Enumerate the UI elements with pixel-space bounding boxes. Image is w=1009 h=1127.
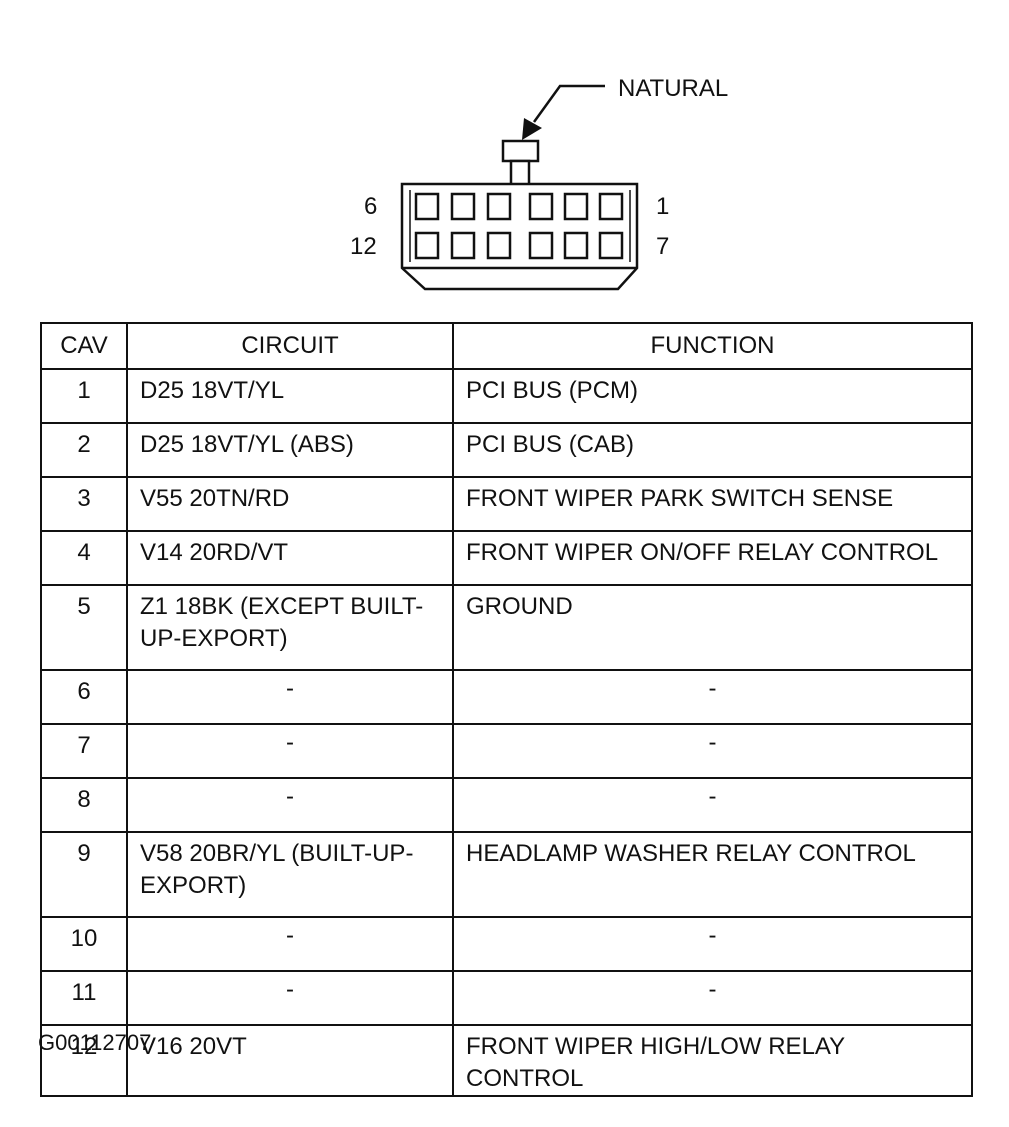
circuit-cell: -	[126, 916, 454, 972]
cav-cell: 8	[40, 777, 128, 833]
table-row: 3 V55 20TN/RD FRONT WIPER PARK SWITCH SE…	[40, 476, 973, 532]
callout-leader-line	[532, 84, 605, 123]
cavity-row-top	[414, 192, 624, 221]
function-cell: -	[452, 970, 973, 1026]
cavity-2	[563, 192, 589, 221]
circuit-cell: D25 18VT/YL (ABS)	[126, 422, 454, 478]
table-row: 4 V14 20RD/VT FRONT WIPER ON/OFF RELAY C…	[40, 530, 973, 586]
table-row: 8 - -	[40, 777, 973, 833]
function-cell: FRONT WIPER HIGH/LOW RELAY CONTROL	[452, 1024, 973, 1097]
cav-cell: 10	[40, 916, 128, 972]
function-cell: FRONT WIPER ON/OFF RELAY CONTROL	[452, 530, 973, 586]
cav-cell: 1	[40, 368, 128, 424]
cav-cell: 11	[40, 970, 128, 1026]
cavity-4	[486, 192, 512, 221]
function-cell: -	[452, 777, 973, 833]
cavity-9	[528, 231, 554, 260]
table-row: 2 D25 18VT/YL (ABS) PCI BUS (CAB)	[40, 422, 973, 478]
cavity-8	[563, 231, 589, 260]
cav-cell: 3	[40, 476, 128, 532]
cav-cell: 2	[40, 422, 128, 478]
pin-label-7: 7	[656, 233, 669, 260]
connector-latch	[501, 139, 540, 163]
function-cell: PCI BUS (PCM)	[452, 368, 973, 424]
header-function: FUNCTION	[452, 322, 973, 370]
cavity-5	[450, 192, 476, 221]
circuit-cell: -	[126, 970, 454, 1026]
cav-cell: 9	[40, 831, 128, 918]
function-cell: HEADLAMP WASHER RELAY CONTROL	[452, 831, 973, 918]
callout-arrowhead	[522, 118, 542, 140]
header-cav: CAV	[40, 322, 128, 370]
table-row: 5 Z1 18BK (EXCEPT BUILT-UP-EXPORT) GROUN…	[40, 584, 973, 671]
cav-cell: 6	[40, 669, 128, 725]
circuit-cell: D25 18VT/YL	[126, 368, 454, 424]
function-cell: -	[452, 723, 973, 779]
circuit-cell: -	[126, 777, 454, 833]
cavity-row-bottom	[414, 231, 624, 260]
cavity-7	[598, 231, 624, 260]
table-header-row: CAV CIRCUIT FUNCTION	[40, 322, 973, 370]
cavity-10	[486, 231, 512, 260]
table-row: 12 V16 20VT FRONT WIPER HIGH/LOW RELAY C…	[40, 1024, 973, 1097]
function-cell: FRONT WIPER PARK SWITCH SENSE	[452, 476, 973, 532]
table-row: 11 - -	[40, 970, 973, 1026]
function-cell: -	[452, 916, 973, 972]
circuit-cell: V58 20BR/YL (BUILT-UP-EXPORT)	[126, 831, 454, 918]
cav-cell: 7	[40, 723, 128, 779]
connector-diagram: NATURAL 6 1 12 7	[350, 75, 728, 291]
cavity-11	[450, 231, 476, 260]
table-row: 9 V58 20BR/YL (BUILT-UP-EXPORT) HEADLAMP…	[40, 831, 973, 918]
cavity-6	[414, 192, 440, 221]
pinout-table: CAV CIRCUIT FUNCTION 1 D25 18VT/YL PCI B…	[40, 322, 973, 1097]
table-row: 6 - -	[40, 669, 973, 725]
function-cell: -	[452, 669, 973, 725]
table-row: 10 - -	[40, 916, 973, 972]
circuit-cell: V55 20TN/RD	[126, 476, 454, 532]
cavity-3	[528, 192, 554, 221]
table-row: 7 - -	[40, 723, 973, 779]
cav-cell: 5	[40, 584, 128, 671]
circuit-cell: V14 20RD/VT	[126, 530, 454, 586]
connector-latch-stem	[509, 159, 531, 187]
pin-label-1: 1	[656, 193, 669, 220]
cav-cell: 12	[40, 1024, 128, 1097]
pin-label-12: 12	[350, 233, 377, 260]
cavity-1	[598, 192, 624, 221]
circuit-cell: V16 20VT	[126, 1024, 454, 1097]
cavity-12	[414, 231, 440, 260]
figure-id: G00112707	[38, 1030, 152, 1055]
circuit-cell: -	[126, 669, 454, 725]
cav-cell: 4	[40, 530, 128, 586]
circuit-cell: -	[126, 723, 454, 779]
pin-label-6: 6	[364, 193, 377, 220]
circuit-cell: Z1 18BK (EXCEPT BUILT-UP-EXPORT)	[126, 584, 454, 671]
callout-label: NATURAL	[618, 75, 728, 102]
table-row: 1 D25 18VT/YL PCI BUS (PCM)	[40, 368, 973, 424]
header-circuit: CIRCUIT	[126, 322, 454, 370]
function-cell: PCI BUS (CAB)	[452, 422, 973, 478]
function-cell: GROUND	[452, 584, 973, 671]
